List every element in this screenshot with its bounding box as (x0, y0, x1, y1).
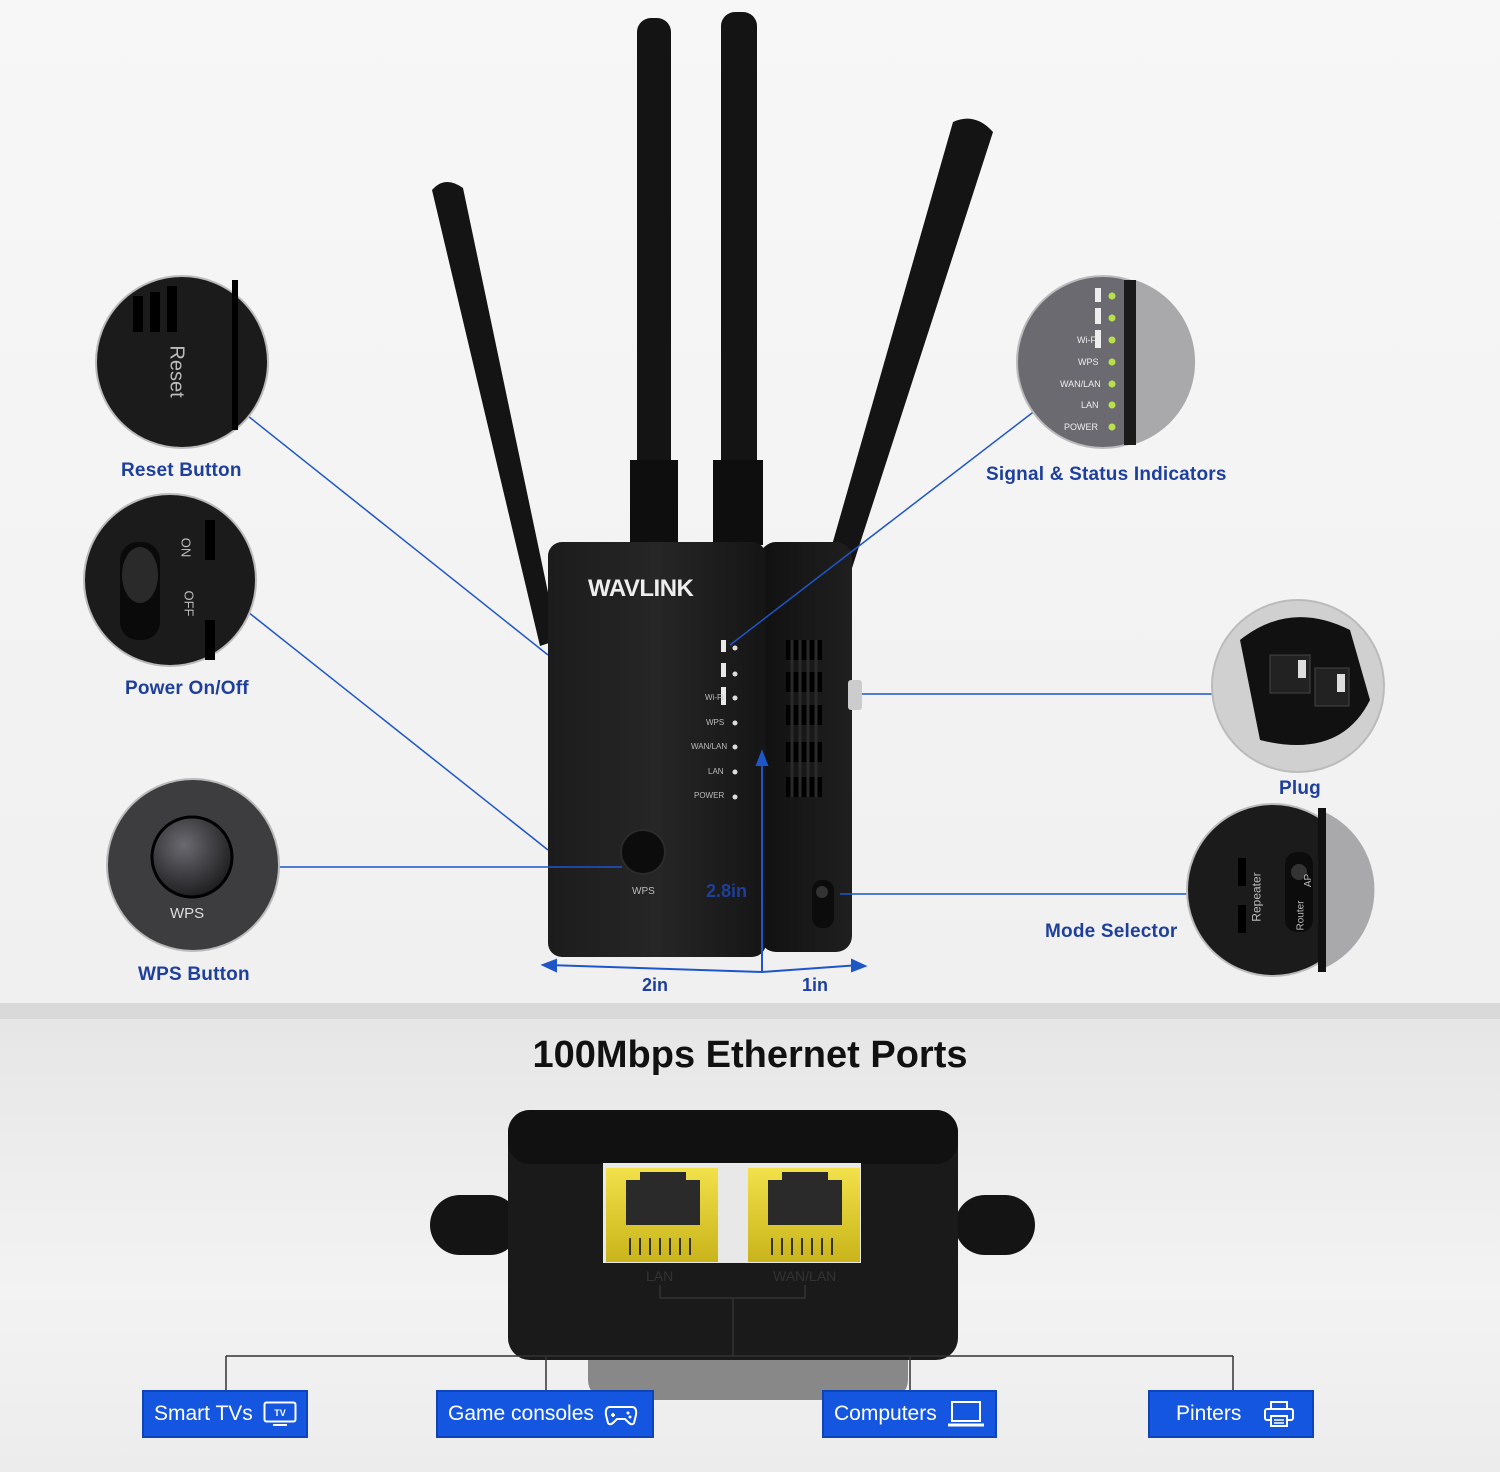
led-label-lan: LAN (708, 767, 724, 776)
reset-button-label: Reset Button (121, 460, 242, 481)
height-dimension: 2.8in (706, 881, 748, 901)
ports-title: 100Mbps Ethernet Ports (532, 1034, 968, 1076)
lan-port (606, 1168, 718, 1262)
led-label-power: POWER (694, 791, 725, 800)
brand-logo: WAVLINK (588, 575, 694, 602)
device-wps-label: WPS (632, 886, 655, 897)
device-tag-smart-tvs: Smart TVs TV (142, 1390, 308, 1438)
off-text: OFF (181, 590, 197, 617)
ap-text: AP (1303, 873, 1315, 888)
wps-closeup-text: WPS (170, 905, 205, 922)
wan-lan-port (748, 1168, 860, 1262)
plug-label: Plug (1279, 778, 1321, 799)
lan-port-label: LAN (646, 1268, 674, 1284)
on-text: ON (178, 537, 194, 558)
tv-icon: TV (263, 1401, 297, 1426)
antennas (432, 12, 993, 646)
signal-indicators-label: Signal & Status Indicators (986, 464, 1227, 485)
wps-button-label: WPS Button (138, 964, 250, 985)
repeater-text: Repeater (1249, 872, 1264, 922)
indicator-closeup-lan: LAN (1081, 400, 1099, 410)
svg-text:TV: TV (274, 1408, 286, 1418)
extender-body (548, 542, 862, 957)
indicator-closeup-wps: WPS (1078, 357, 1099, 367)
power-switch-label: Power On/Off (125, 678, 249, 699)
gamepad-icon (604, 1406, 638, 1426)
device-tag-label: Pinters (1176, 1402, 1242, 1425)
plug-closeup (1211, 599, 1385, 773)
reset-text: Reset (165, 345, 188, 398)
wps-closeup (106, 778, 280, 952)
led-label-wanlan: WAN/LAN (691, 742, 728, 751)
led-label-wps: WPS (706, 718, 725, 727)
width-dimension: 2in (642, 975, 669, 995)
device-tag-game-consoles: Game consoles (436, 1390, 654, 1438)
mode-selector-label: Mode Selector (1045, 921, 1178, 942)
device-tag-label: Computers (834, 1402, 937, 1425)
router-text: Router (1295, 900, 1307, 931)
indicator-closeup-wanlan: WAN/LAN (1060, 379, 1101, 389)
port-view (430, 1110, 1035, 1400)
section-divider (0, 1003, 1500, 1019)
indicator-closeup-power: POWER (1064, 422, 1099, 432)
mode-closeup (1186, 803, 1375, 977)
wanlan-port-label: WAN/LAN (773, 1268, 837, 1284)
led-label-wifi: Wi-Fi (705, 693, 724, 702)
reset-closeup (95, 275, 269, 449)
indicator-closeup (1016, 275, 1196, 449)
device-tag-computers: Computers (822, 1390, 997, 1438)
laptop-icon (947, 1401, 984, 1427)
device-tag-printers: Pinters (1148, 1390, 1314, 1438)
indicator-closeup-wifi: Wi-Fi (1077, 335, 1098, 345)
power-closeup (83, 493, 257, 667)
depth-dimension: 1in (802, 975, 829, 995)
printer-icon (1264, 1401, 1295, 1427)
device-tag-label: Smart TVs (154, 1402, 253, 1425)
device-tag-label: Game consoles (448, 1402, 594, 1425)
